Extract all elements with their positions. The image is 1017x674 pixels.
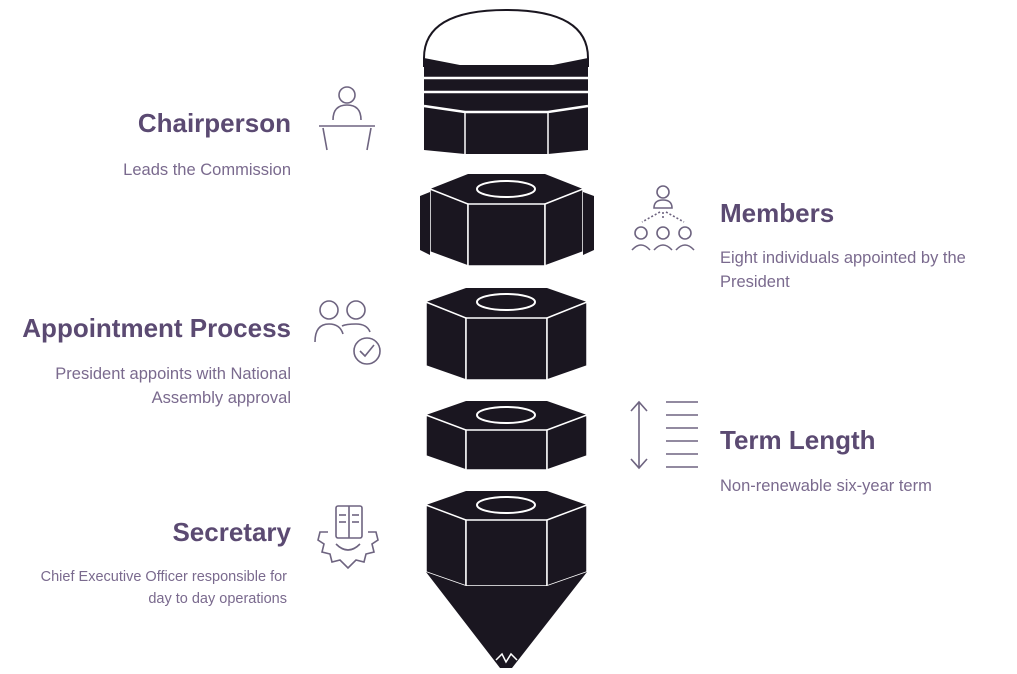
members-title: Members [720, 198, 835, 228]
term-length-title: Term Length [720, 425, 876, 455]
stack-top-cap [423, 8, 589, 154]
appointment-process-description: President appoints with National Assembl… [55, 365, 291, 407]
stack-tip-secretary [425, 491, 588, 668]
stack-nut-appointment [425, 288, 588, 382]
podium-person-icon [314, 82, 380, 152]
appointment-process-title: Appointment Process [22, 313, 291, 343]
stack-nut-members [420, 174, 594, 268]
vertical-arrow-lines-icon [626, 398, 702, 472]
hierarchy-group-icon [630, 184, 696, 256]
secretary-title: Secretary [172, 517, 291, 547]
chairperson-description: Leads the Commission [123, 161, 291, 179]
gear-document-icon [312, 502, 384, 574]
chairperson-title: Chairperson [137, 108, 291, 138]
stack-nut-term [425, 401, 588, 472]
term-length-description: Non-renewable six-year term [720, 477, 932, 495]
members-description: Eight individuals appointed by the Presi… [720, 249, 966, 291]
secretary-description: Chief Executive Officer responsible for … [40, 569, 287, 607]
people-check-icon [312, 296, 384, 368]
